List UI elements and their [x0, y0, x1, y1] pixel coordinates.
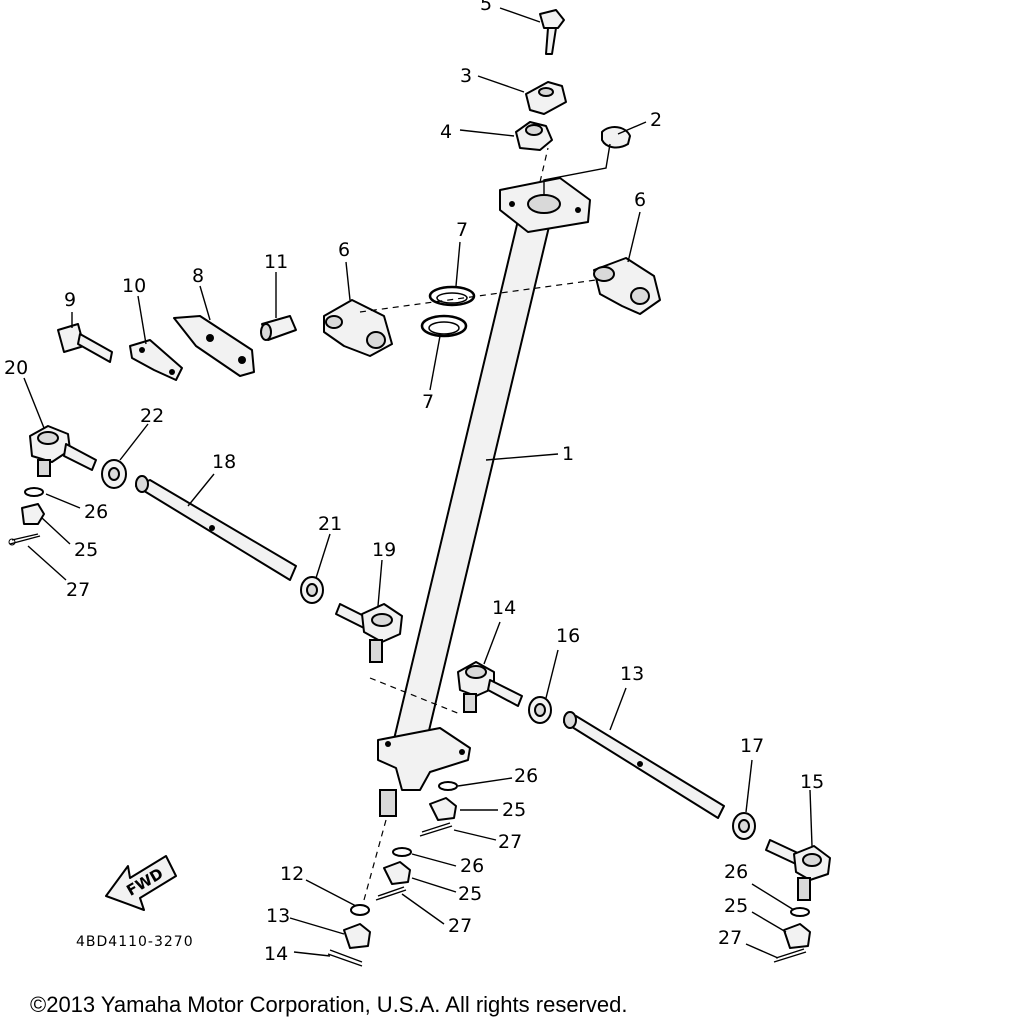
callout-27-center-lower: 27 — [448, 915, 472, 937]
steering-column-part[interactable] — [377, 177, 591, 817]
lock-washer-part-10[interactable] — [129, 339, 183, 381]
callout-27-center-upper: 27 — [498, 831, 522, 853]
assembly-lines — [359, 147, 597, 901]
nut-part-19[interactable] — [732, 812, 756, 840]
cotter-pin-part-27-left[interactable] — [8, 533, 41, 546]
cotter-pin-part-27-center-lower[interactable] — [375, 886, 407, 901]
nut-part-13[interactable] — [343, 923, 371, 949]
nut-part-25-center-lower[interactable] — [383, 861, 411, 885]
callout-20: 18 — [212, 451, 236, 473]
callout-7-lower: 7 — [422, 391, 434, 413]
callout-26-center-upper: 26 — [514, 765, 538, 787]
callout-27-right: 27 — [718, 927, 742, 949]
cotter-pin-part-27-center-upper[interactable] — [419, 822, 453, 837]
nut-part-24[interactable] — [101, 459, 127, 489]
bushing-part-4[interactable] — [515, 121, 553, 151]
callout-4: 4 — [440, 121, 452, 143]
callout-1: 1 — [562, 443, 574, 465]
rod-end-part-22[interactable] — [29, 425, 97, 477]
holder-part-6-right[interactable] — [593, 257, 661, 315]
callout-17: 15 — [800, 771, 824, 793]
seal-part-7-lower[interactable] — [420, 314, 468, 338]
callout-14: 14 — [264, 943, 288, 965]
callout-25-right: 25 — [724, 895, 748, 917]
rod-end-part-21[interactable] — [335, 603, 403, 663]
callout-22: 20 — [4, 357, 28, 379]
callout-2: 2 — [650, 109, 662, 131]
callout-26-center-lower: 26 — [460, 855, 484, 877]
callout-9: 9 — [64, 289, 76, 311]
washer-part-26-right[interactable] — [790, 907, 810, 917]
callout-12: 12 — [280, 863, 304, 885]
callout-labels: 5 3 4 2 6 6 7 7 8 9 10 11 20 22 18 1 26 … — [4, 0, 824, 965]
rod-end-part-17[interactable] — [765, 839, 831, 901]
callout-25-center-upper: 25 — [502, 799, 526, 821]
callout-25-left: 25 — [74, 539, 98, 561]
bolt-part-5[interactable] — [539, 9, 565, 55]
nut-part-18[interactable] — [528, 696, 552, 724]
holder-part-6-left[interactable] — [323, 299, 393, 357]
callout-26-right: 26 — [724, 861, 748, 883]
tie-rod-part-20[interactable] — [135, 475, 297, 581]
cotter-pin-part-14[interactable] — [327, 949, 363, 967]
callout-13: 13 — [266, 905, 290, 927]
callout-6-right: 6 — [634, 189, 646, 211]
callout-21: 19 — [372, 539, 396, 561]
copyright-notice: ©2013 Yamaha Motor Corporation, U.S.A. A… — [30, 992, 627, 1017]
rod-end-part-16[interactable] — [457, 661, 523, 713]
callout-3: 3 — [460, 65, 472, 87]
callout-6-left: 6 — [338, 239, 350, 261]
washer-part-26-left[interactable] — [24, 487, 44, 497]
callout-27-left: 27 — [66, 579, 90, 601]
seal-part-7-upper[interactable] — [428, 285, 476, 307]
callout-15: 13 — [620, 663, 644, 685]
bolt-part-9[interactable] — [57, 323, 113, 363]
cotter-pin-part-27-right[interactable] — [773, 948, 807, 963]
callout-8: 8 — [192, 265, 204, 287]
collar-part-11[interactable] — [260, 315, 297, 341]
callout-19: 17 — [740, 735, 764, 757]
nut-part-25-center-upper[interactable] — [429, 797, 457, 821]
washer-part-26-center-upper[interactable] — [438, 781, 458, 791]
callout-10: 10 — [122, 275, 146, 297]
lever-part-8[interactable] — [173, 315, 255, 377]
callout-5: 5 — [480, 0, 492, 15]
callout-25-center-lower: 25 — [458, 883, 482, 905]
callout-11: 11 — [264, 251, 288, 273]
callout-7-upper: 7 — [456, 219, 468, 241]
callout-24: 22 — [140, 405, 164, 427]
forward-direction-arrow: FWD — [105, 855, 177, 911]
tie-rod-part-15[interactable] — [563, 711, 725, 819]
leader-lines — [23, 7, 813, 959]
callout-18: 16 — [556, 625, 580, 647]
clamp-part-3[interactable] — [525, 81, 567, 115]
callout-23: 21 — [318, 513, 342, 535]
callout-16: 14 — [492, 597, 516, 619]
nut-part-23[interactable] — [300, 576, 324, 604]
nut-part-25-left[interactable] — [21, 503, 45, 525]
washer-part-12[interactable] — [350, 904, 370, 916]
washer-part-26-center-lower[interactable] — [392, 847, 412, 857]
callout-26-left: 26 — [84, 501, 108, 523]
nut-part-25-right[interactable] — [783, 923, 811, 949]
drawing-code: 4BD4110-3270 — [76, 934, 194, 950]
